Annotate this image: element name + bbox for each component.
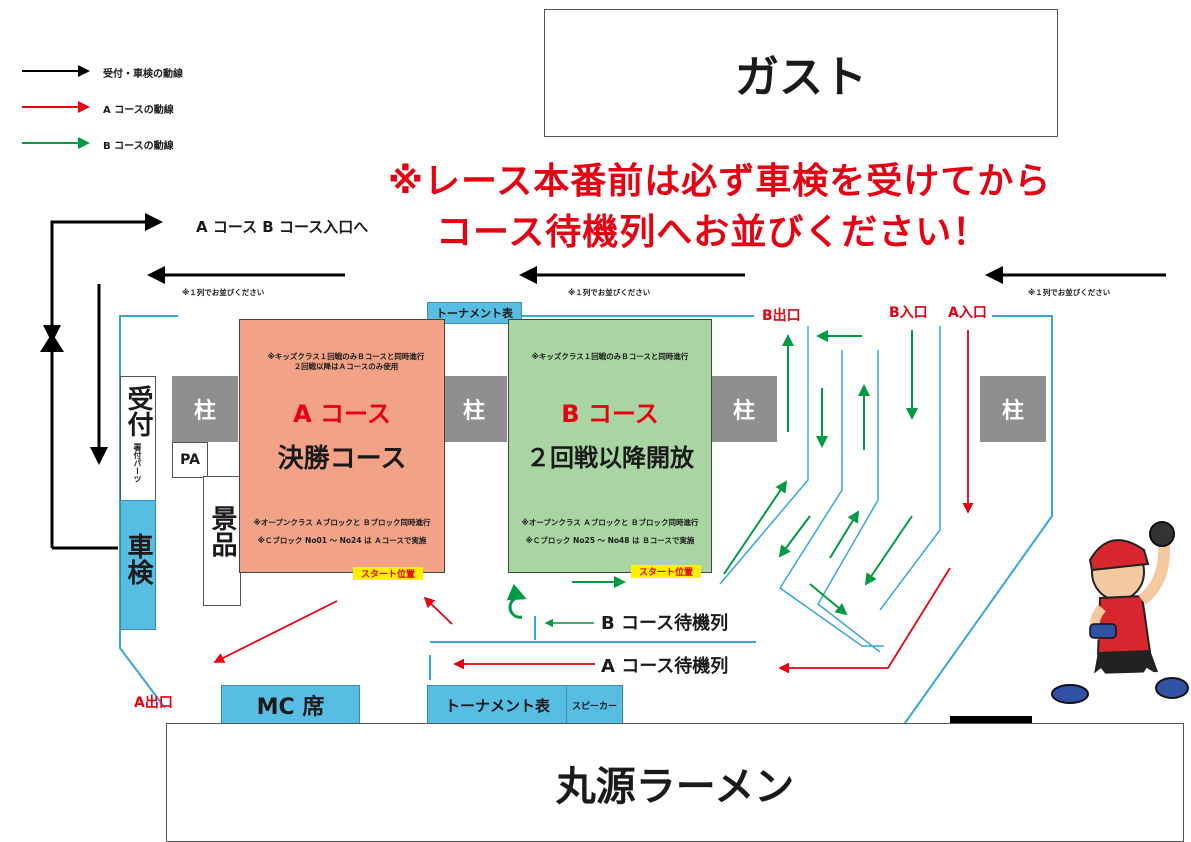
queue-a-label: A コース待機列 (601, 656, 729, 677)
queue-note-right: ※１列でお並びください (1028, 288, 1111, 297)
prize-area: 景品 (203, 476, 241, 606)
bottom-building: 丸源ラーメン (166, 723, 1184, 842)
tournament-board-bottom: トーナメント表 (427, 685, 568, 725)
course-b-note-top: ※キッズクラス１回戦のみＢコースと同時進行 (531, 352, 689, 361)
queue-note-left: ※１列でお並びください (182, 288, 265, 297)
inspection-label: 車検 (123, 533, 153, 585)
pillar-2: 柱 (441, 376, 507, 442)
reception-desk: 受付 署付パーツ (120, 376, 156, 502)
prize-label: 景品 (207, 505, 237, 557)
notice-line-2: コース待機列へお並びください！ (436, 212, 990, 253)
notice-line-1: ※レース本番前は必ず車検を受けてから (388, 161, 1052, 202)
a-entry-label: A入口 (948, 305, 987, 321)
inspection-area: 車検 (120, 500, 156, 630)
b-exit-label: B出口 (762, 308, 801, 324)
reception-title: 受付 (123, 385, 153, 437)
course-a-title: A コース (293, 400, 391, 428)
course-a-note-bottom-1: ※オープンクラス Ａブロックと Ｂブロック同時進行 (253, 518, 431, 527)
legend-label-b-course: B コースの動線 (103, 141, 174, 152)
entrance-label: A コース B コース入口へ (196, 218, 369, 236)
course-a-start: スタート位置 (353, 567, 423, 580)
top-building: ガスト (544, 9, 1058, 137)
queue-note-center: ※１列でお並びください (568, 288, 651, 297)
course-b: ※キッズクラス１回戦のみＢコースと同時進行 B コース ２回戦以降開放 ※オープ… (508, 319, 712, 573)
a-exit-label: A出口 (134, 695, 173, 711)
course-b-title: B コース (561, 400, 659, 428)
course-a: ※キッズクラス１回戦のみＢコースと同時進行 ２回戦以降はＡコースのみ使用 A コ… (239, 319, 445, 573)
speaker: スピーカー (566, 685, 623, 725)
mascot-illustration (1051, 521, 1189, 704)
b-entry-label: B入口 (889, 305, 928, 321)
course-a-note-bottom-2: ※Ｃブロック No01 ～ No24 は Ａコースで実施 (257, 536, 427, 545)
pillar-3: 柱 (711, 376, 777, 442)
legend-label-reception: 受付・車検の動線 (103, 69, 183, 80)
course-a-note-top: ※キッズクラス１回戦のみＢコースと同時進行 ２回戦以降はＡコースのみ使用 (267, 352, 425, 372)
course-b-note-bottom-1: ※オープンクラス Ａブロックと Ｂブロック同時進行 (521, 518, 699, 527)
pillar-4: 柱 (980, 376, 1046, 442)
reception-sub: 署付パーツ (133, 443, 142, 483)
legend-label-a-course: A コースの動線 (103, 105, 174, 116)
course-b-note-bottom-2: ※Ｃブロック No25 ～ No48 は Ｂコースで実施 (525, 536, 695, 545)
pa-booth: PA (172, 442, 208, 478)
mc-booth: MC 席 (221, 685, 360, 725)
course-a-subtitle: 決勝コース (277, 444, 407, 474)
queue-b-label: B コース待機列 (601, 613, 729, 634)
tournament-board-top: トーナメント表 (427, 302, 522, 324)
course-b-subtitle: ２回戦以降開放 (526, 444, 694, 472)
pillar-1: 柱 (172, 376, 238, 442)
course-b-start: スタート位置 (631, 565, 701, 578)
